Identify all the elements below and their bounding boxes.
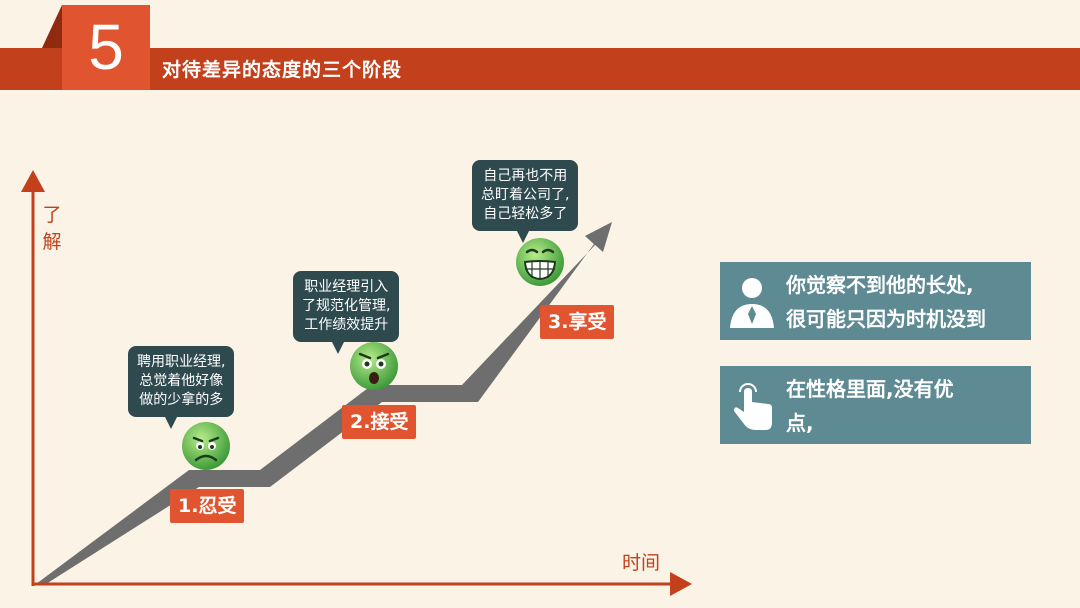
bubble-line: 了规范化管理, xyxy=(302,298,391,314)
header-fold xyxy=(42,5,62,48)
person-icon xyxy=(730,278,774,328)
info-box-timing: 你觉察不到他的长处, 很可能只因为时机没到 xyxy=(720,262,1031,340)
speech-bubble-accept: 职业经理引入 了规范化管理, 工作绩效提升 xyxy=(293,271,400,354)
pointing-hand-icon xyxy=(734,383,772,430)
speech-bubble-endure: 聘用职业经理, 总觉着他好像 做的少拿的多 xyxy=(128,346,235,429)
worried-face-icon xyxy=(182,422,230,470)
info-text: 在性格里面,没有优 点, xyxy=(786,372,954,440)
x-axis-label: 时间 xyxy=(622,552,661,574)
page-title: 对待差异的态度的三个阶段 xyxy=(162,59,403,81)
speech-bubble-enjoy: 自己再也不用 总盯着公司了, 自己轻松多了 xyxy=(472,160,579,243)
bubble-line: 自己再也不用 xyxy=(483,168,568,184)
info-line: 点, xyxy=(786,411,814,435)
y-axis-label: 了解 xyxy=(42,204,62,253)
bubble-tail xyxy=(331,340,345,354)
x-axis-arrowhead xyxy=(670,572,692,596)
bubble-line: 总觉着他好像 xyxy=(139,373,224,389)
bubble-tail xyxy=(164,415,178,429)
bubble-line: 职业经理引入 xyxy=(304,279,389,295)
y-axis-arrowhead xyxy=(21,170,45,192)
stage-label-accept: 2.接受 xyxy=(342,405,417,439)
stage-label-endure: 1.忍受 xyxy=(170,489,245,523)
info-line: 在性格里面,没有优 xyxy=(786,377,954,401)
bubble-line: 聘用职业经理, xyxy=(137,354,226,370)
info-line: 很可能只因为时机没到 xyxy=(786,307,986,331)
section-number: 5 xyxy=(88,11,124,83)
bubble-line: 工作绩效提升 xyxy=(304,317,389,333)
surprised-face-icon xyxy=(350,342,398,390)
bubble-tail xyxy=(516,229,530,243)
bubble-line: 自己轻松多了 xyxy=(483,206,568,222)
info-box-personality: 在性格里面,没有优 点, xyxy=(720,366,1031,444)
bubble-line: 做的少拿的多 xyxy=(139,392,224,408)
header-bar xyxy=(0,48,1080,90)
grinning-face-icon xyxy=(516,238,564,286)
stage-label-enjoy: 3.享受 xyxy=(540,305,615,339)
header-number-tab xyxy=(62,5,150,90)
info-line: 你觉察不到他的长处, xyxy=(786,273,974,297)
bubble-line: 总盯着公司了, xyxy=(481,187,570,203)
info-text: 你觉察不到他的长处, 很可能只因为时机没到 xyxy=(786,268,986,336)
